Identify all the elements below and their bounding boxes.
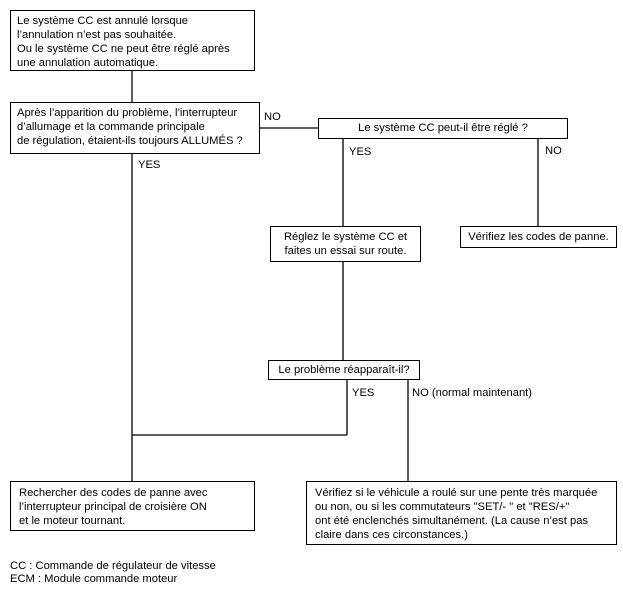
legend-cc: CC : Commande de régulateur de vitesse <box>10 560 216 572</box>
label-yes-can-set: YES <box>349 146 372 158</box>
search-trouble-codes-box: Rechercher des codes de panne avec l’int… <box>10 481 255 531</box>
question-switches-on-box: Après l’apparition du problème, l’interr… <box>10 102 260 154</box>
label-no-switches: NO <box>264 111 281 123</box>
symptom-box: Le système CC est annulé lorsque l’annul… <box>10 10 255 71</box>
check-trouble-codes-box: Vérifiez les codes de panne. <box>460 226 617 248</box>
label-no-can-set: NO <box>545 145 562 157</box>
label-yes-reappears: YES <box>352 387 375 399</box>
legend-ecm: ECM : Module commande moteur <box>10 573 178 585</box>
check-slope-switches-box: Vérifiez si le véhicule a roulé sur une … <box>306 481 617 545</box>
label-yes-switches: YES <box>138 159 161 171</box>
set-cc-road-test-box: Réglez le système CC et faites un essai … <box>270 226 421 262</box>
label-no-normal-now: NO (normal maintenant) <box>412 387 532 399</box>
question-cc-can-be-set-box: Le système CC peut-il être réglé ? <box>318 118 568 139</box>
question-problem-reappears-box: Le problème réapparaît-il? <box>268 360 420 380</box>
